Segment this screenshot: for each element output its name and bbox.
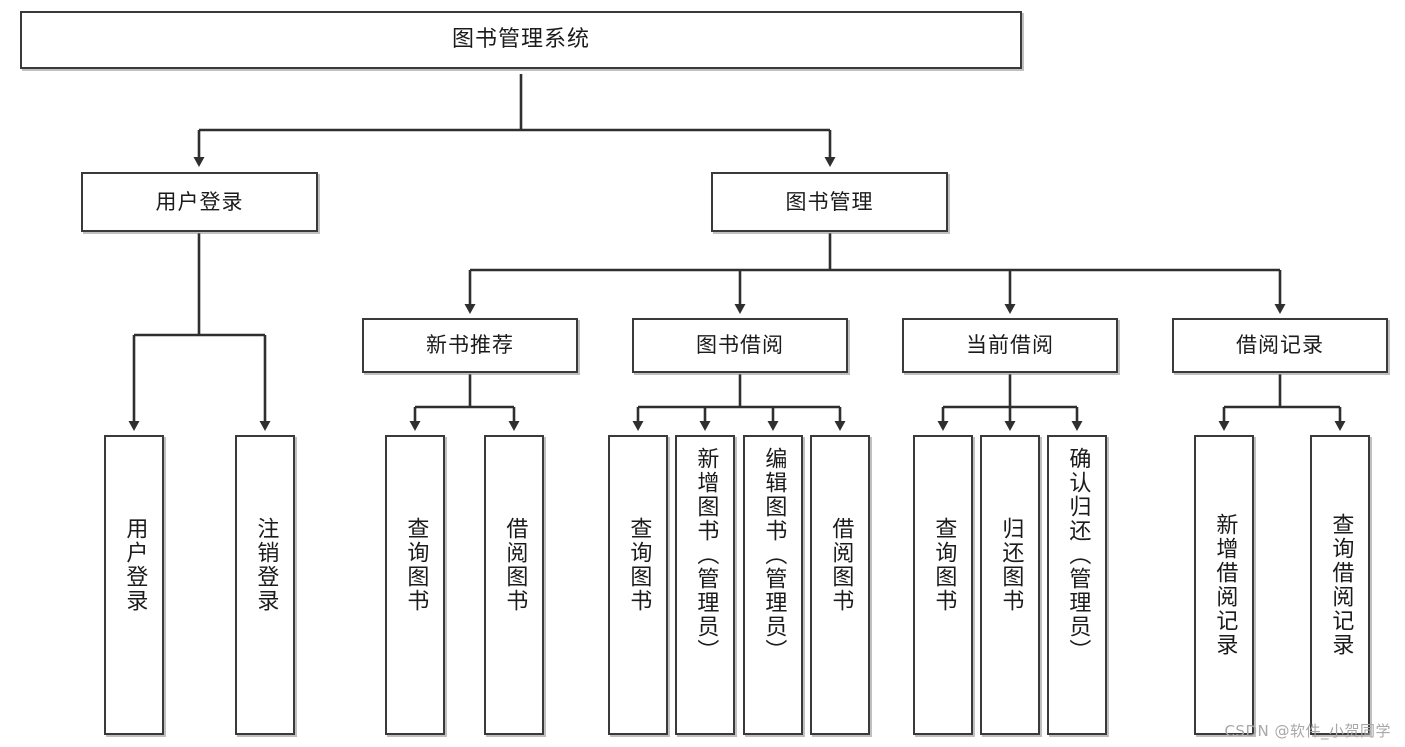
leaf-current-borrow-1[interactable]: 归还图书 [980,435,1040,735]
node-book-borrow[interactable]: 图书借阅 [632,318,848,373]
node-label: 图书管理 [785,189,874,214]
leaf-current-borrow-0[interactable]: 查询图书 [913,435,973,735]
leaf-label: 编辑图书（管理员） [761,447,787,663]
node-borrow-record[interactable]: 借阅记录 [1172,318,1388,373]
leaf-label: 确认归还（管理员） [1065,447,1091,663]
leaf-book-borrow-0[interactable]: 查询图书 [608,435,668,735]
leaf-label: 借阅图书 [828,517,854,613]
leaf-label: 查询图书 [931,517,957,613]
leaf-label: 查询借阅记录 [1328,513,1354,657]
leaf-book-borrow-3[interactable]: 借阅图书 [810,435,870,735]
node-label: 图书管理系统 [451,27,590,53]
node-new-book-recommend[interactable]: 新书推荐 [362,318,578,373]
leaf-new-book-rec-1[interactable]: 借阅图书 [484,435,544,735]
node-label: 用户登录 [155,189,244,214]
node-user-login[interactable]: 用户登录 [81,172,318,232]
leaf-label: 注销登录 [253,517,279,613]
leaf-new-book-rec-0[interactable]: 查询图书 [385,435,445,735]
leaf-user-login-0[interactable]: 用户登录 [104,435,164,735]
leaf-label: 用户登录 [122,517,148,613]
node-book-manage[interactable]: 图书管理 [711,172,948,232]
leaf-label: 归还图书 [998,517,1024,613]
leaf-borrow-record-0[interactable]: 新增借阅记录 [1194,435,1254,735]
leaf-label: 借阅图书 [502,517,528,613]
leaf-current-borrow-2[interactable]: 确认归还（管理员） [1047,435,1107,735]
node-root-system[interactable]: 图书管理系统 [20,11,1022,69]
leaf-borrow-record-1[interactable]: 查询借阅记录 [1310,435,1370,735]
leaf-label: 查询图书 [403,517,429,613]
leaf-book-borrow-1[interactable]: 新增图书（管理员） [675,435,735,735]
leaf-label: 查询图书 [626,517,652,613]
node-label: 当前借阅 [966,333,1054,358]
leaf-label: 新增图书（管理员） [693,447,719,663]
node-current-borrow[interactable]: 当前借阅 [902,318,1118,373]
leaf-user-login-1[interactable]: 注销登录 [235,435,295,735]
leaf-book-borrow-2[interactable]: 编辑图书（管理员） [743,435,803,735]
leaf-label: 新增借阅记录 [1212,513,1238,657]
node-label: 新书推荐 [426,333,514,358]
node-label: 借阅记录 [1236,333,1324,358]
node-label: 图书借阅 [696,333,784,358]
